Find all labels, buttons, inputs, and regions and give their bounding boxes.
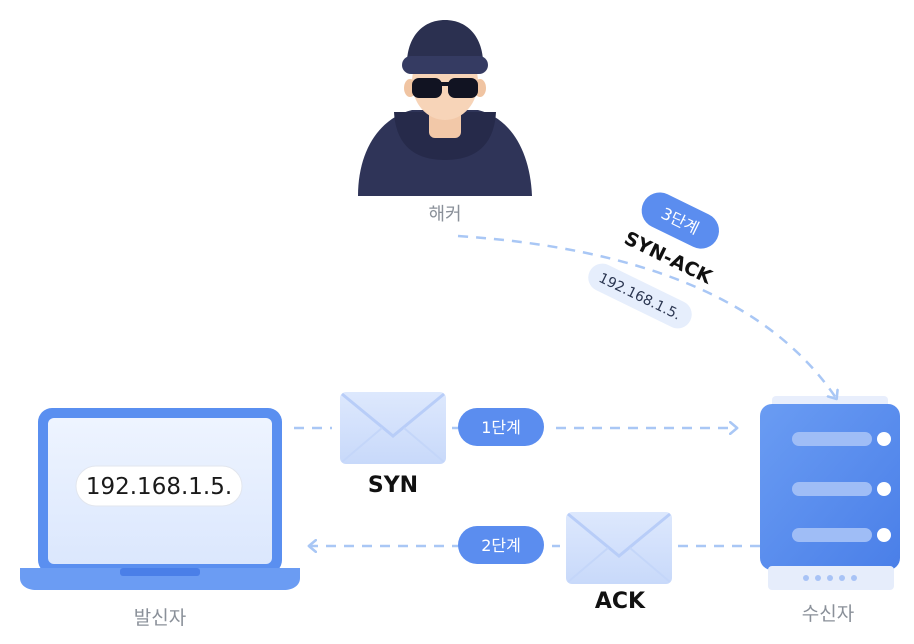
step-1-badge [458,408,544,446]
spoofed-ip-badge [588,263,692,329]
step-1-label: 1단계 [481,418,521,437]
syn-label: SYN [368,473,418,498]
sender-caption: 발신자 [134,607,186,629]
syn-ack-arrow [457,234,836,398]
sender-ip-badge [75,465,243,507]
ack-envelope-icon [566,512,672,584]
sunglasses-icon [412,78,478,98]
receiver-caption: 수신자 [802,603,854,625]
step-2-label: 2단계 [481,536,521,555]
step-3-badge [641,192,720,249]
flow-lines [294,234,836,546]
ack-label: ACK [595,589,646,614]
syn-envelope-icon [340,392,446,464]
sender-ip: 192.168.1.5. [86,474,232,500]
hacker-figure [358,20,532,196]
step-3-group: 3단계 [641,192,720,249]
hacker-caption: 해커 [428,204,461,225]
server-icon [760,396,900,590]
step-2-badge [458,526,544,564]
